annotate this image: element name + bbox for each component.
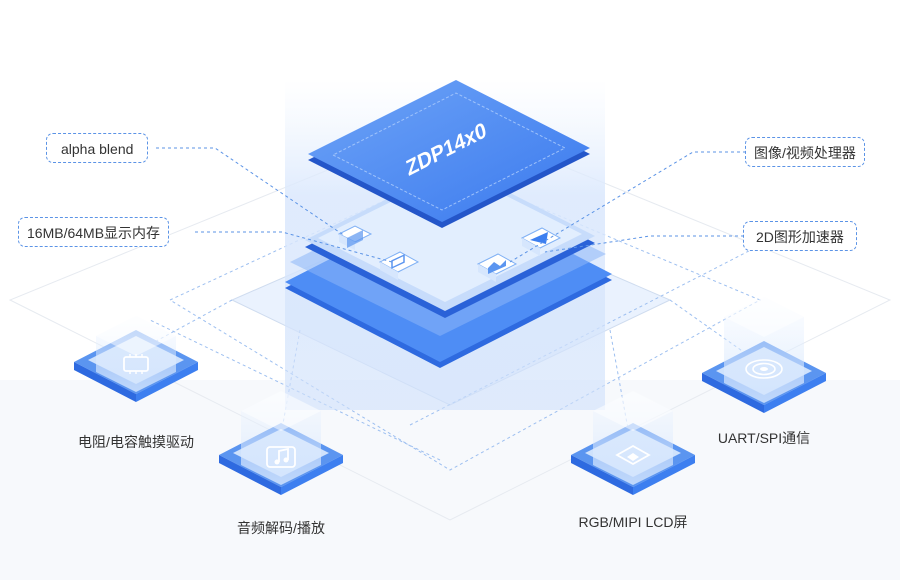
feature-tag-memory: 16MB/64MB显示内存: [18, 217, 170, 247]
module-uart: [702, 297, 826, 413]
feature-tag-accelerator: 2D图形加速器: [743, 221, 857, 251]
signal-icon: [745, 359, 783, 379]
feature-tag-image-video: 图像/视频处理器: [745, 137, 865, 167]
touch-chip-icon: [123, 354, 149, 374]
memory-icon: [378, 251, 420, 280]
accelerator-icon: [520, 227, 562, 256]
module-audio: [219, 391, 343, 495]
module-label-touch: 电阻/电容触摸驱动: [78, 434, 194, 450]
feature-callouts: [156, 147, 746, 263]
module-label-lcd: RGB/MIPI LCD屏: [578, 514, 688, 530]
music-note-icon: [266, 446, 296, 468]
module-label-audio: 音频解码/播放: [237, 520, 325, 536]
feature-tag-alpha-blend: alpha blend: [46, 133, 149, 163]
module-lcd: [571, 391, 695, 495]
module-label-uart: UART/SPI通信: [717, 430, 811, 446]
module-touch: [74, 316, 198, 402]
alpha-blend-icon: [337, 225, 373, 250]
image-video-icon: [476, 253, 518, 282]
floor-background: [0, 380, 900, 580]
lcd-screen-icon: [615, 444, 651, 466]
